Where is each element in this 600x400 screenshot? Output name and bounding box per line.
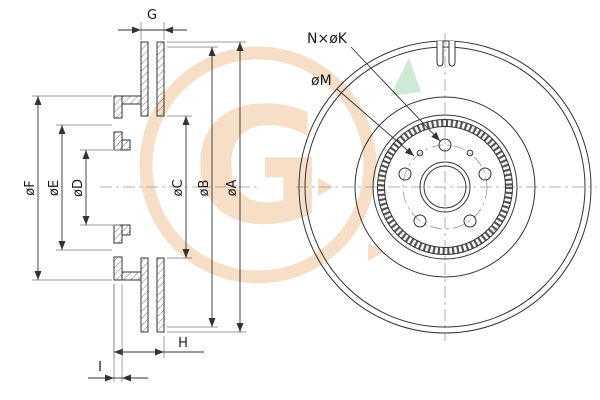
dim-label-c: øC (171, 179, 186, 196)
flange-lower-b (113, 256, 123, 281)
dim-g: G (118, 8, 187, 40)
friction-plate-top-outboard (156, 41, 165, 117)
vent-slot-2 (448, 41, 456, 67)
lug-hole-5 (478, 167, 492, 181)
hub-knurl-ring (377, 119, 513, 255)
section-view (100, 41, 258, 333)
dim-label-d: øD (71, 179, 86, 197)
dim-label-i: I (98, 360, 102, 375)
dim-label-b: øB (197, 180, 212, 197)
lug-hole-4 (463, 214, 477, 228)
friction-plate-top-inboard (140, 41, 149, 117)
flange-upper-b (113, 131, 123, 151)
bolt-circle-centerline (402, 144, 488, 230)
watermark-logo: G (139, 46, 421, 284)
dim-a: øA (167, 41, 246, 333)
callout-label-bolt-circle: øM (311, 73, 332, 89)
hub-knurl-inner-circle (384, 126, 506, 248)
watermark-triangle-2 (368, 243, 384, 261)
watermark-ring (139, 46, 377, 284)
dim-label-e: øE (47, 180, 62, 196)
dim-i: I (88, 284, 148, 382)
friction-inner-circle (354, 96, 536, 278)
pilot-step-lower (121, 224, 131, 236)
watermark-green-arrow (390, 58, 421, 96)
dim-label-g: G (147, 8, 157, 23)
dim-label-h: H (178, 336, 188, 351)
vent-slot-1 (436, 41, 444, 67)
friction-plate-bottom-inboard (140, 257, 149, 333)
dim-d: øD (71, 149, 120, 226)
disc-chamfer-circle (304, 46, 586, 328)
flange-upper-a (113, 95, 123, 119)
callout-holes: N×øK (307, 31, 441, 142)
hat-outer-circle (372, 114, 518, 260)
flange-lower-a (113, 224, 123, 244)
dim-e: øE (47, 124, 112, 251)
dim-b: øB (167, 46, 218, 328)
service-hole-1 (416, 149, 424, 157)
dim-c: øC (167, 115, 192, 259)
bore-chamfer-circle (419, 161, 471, 213)
disc-outer-circle (298, 40, 592, 334)
callout-label-holes: N×øK (307, 31, 348, 47)
pilot-step-upper (121, 139, 131, 151)
lug-hole-2 (398, 167, 412, 181)
callout-bolt-circle: øM (311, 73, 415, 157)
front-view (296, 33, 596, 341)
dim-label-a: øA (225, 179, 240, 196)
lug-hole-1 (438, 138, 452, 152)
lug-hole-3 (413, 214, 427, 228)
hat-arm-bottom (121, 271, 142, 281)
dim-label-f: øF (23, 180, 38, 195)
friction-plate-bottom-outboard (156, 257, 165, 333)
service-hole-2 (466, 149, 474, 157)
hub-knurl-outer-circle (377, 119, 513, 255)
centre-bore-circle (423, 165, 467, 209)
dim-f: øF (23, 95, 112, 281)
hat-arm-top (121, 95, 142, 105)
